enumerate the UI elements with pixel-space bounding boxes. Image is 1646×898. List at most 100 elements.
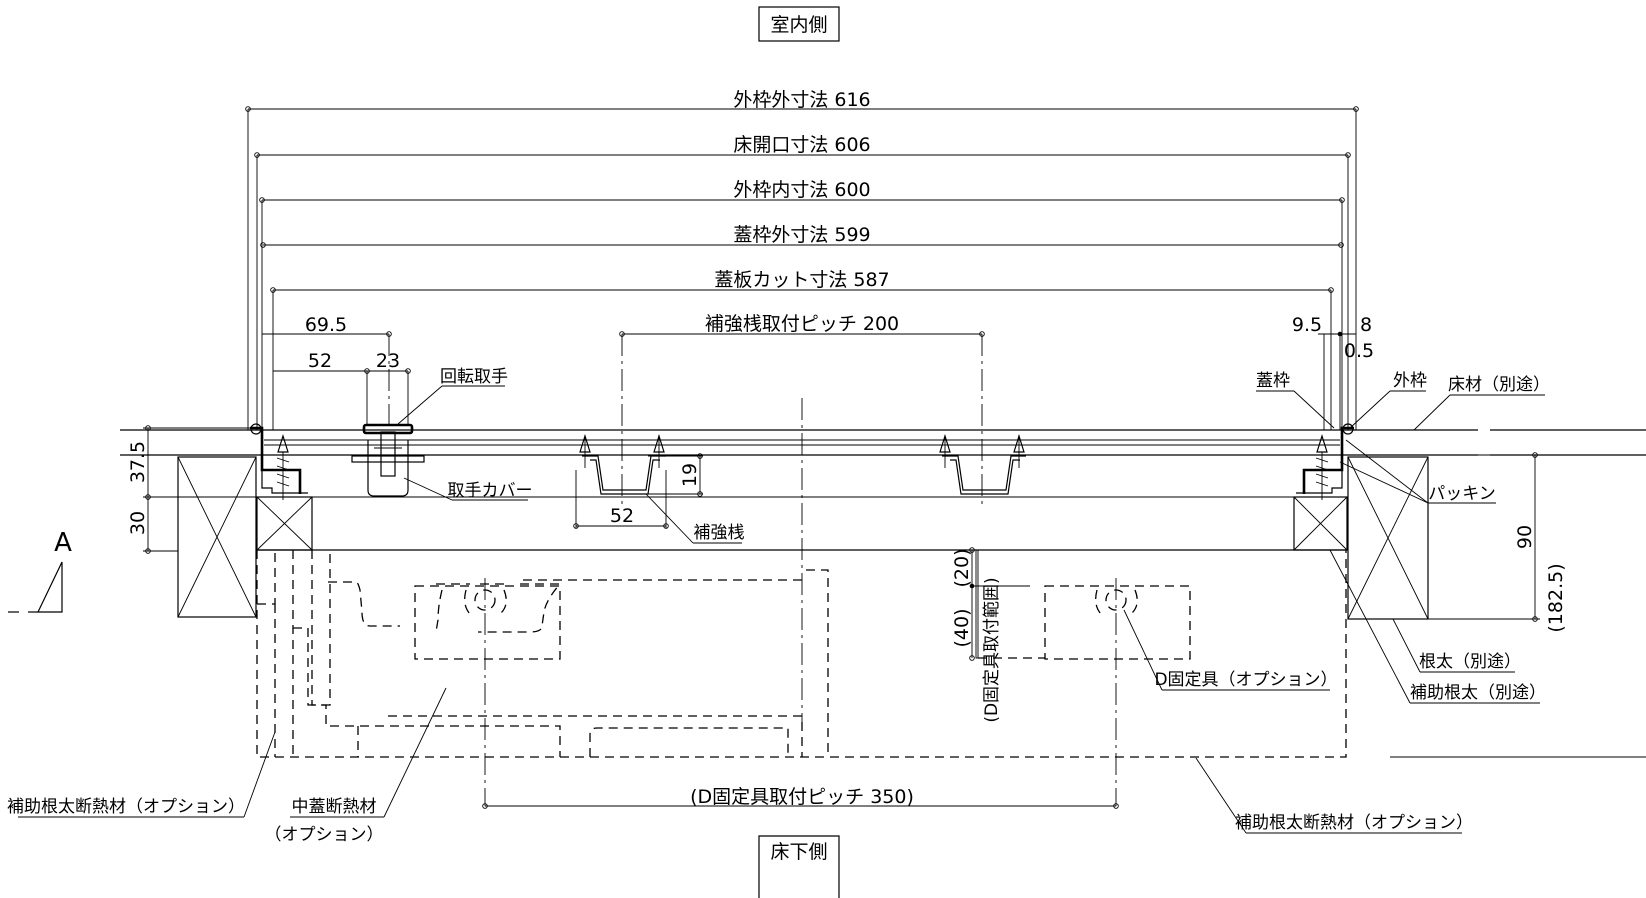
screw-left-head bbox=[277, 433, 289, 453]
reinforcement-bar-left bbox=[579, 433, 666, 495]
handle-cap bbox=[362, 423, 414, 435]
dim-text-40: (40) bbox=[951, 608, 973, 647]
section-marker: A bbox=[8, 528, 72, 613]
screw-right-thread bbox=[1315, 457, 1329, 463]
underfloor-side-text: 床下側 bbox=[770, 841, 827, 863]
insulation-dashed bbox=[256, 549, 1347, 758]
leader-handle-cover bbox=[403, 477, 453, 501]
dim-text-37-5: 37.5 bbox=[127, 441, 149, 483]
label-aux-joist-insulation-right: 補助根太断熱材（オプション） bbox=[1195, 757, 1473, 834]
d-fixture-range-dims: (20) (40) (D固定具取付範囲) bbox=[951, 547, 1030, 723]
label-text-packing: パッキン bbox=[1428, 484, 1496, 504]
leader-center-lid-insulation bbox=[383, 687, 447, 818]
bar-right-screw-b-head bbox=[1013, 433, 1025, 453]
dim-node bbox=[270, 287, 276, 293]
dim-node bbox=[619, 331, 625, 337]
dim-text-182-5: (182.5) bbox=[1545, 563, 1567, 632]
dim-text-8: 8 bbox=[1360, 314, 1372, 336]
center-insulation-curve bbox=[435, 589, 443, 633]
aux-joist-right-box bbox=[1293, 496, 1348, 551]
dim-text-52-top: 52 bbox=[308, 350, 332, 372]
screw-right-thread bbox=[1315, 481, 1329, 487]
label-text-aux-joist-insulation-left: 補助根太断熱材（オプション） bbox=[7, 797, 245, 817]
dim-text-floor-opening: 床開口寸法 606 bbox=[733, 134, 870, 156]
aux-joist-right bbox=[1293, 496, 1348, 551]
bar-left-channel-inner bbox=[590, 459, 660, 495]
dim-node bbox=[1328, 287, 1334, 293]
dim-node bbox=[482, 803, 488, 809]
d-fixture-right-clip bbox=[1095, 589, 1138, 615]
dim-text-69-5: 69.5 bbox=[305, 314, 347, 336]
d-fixture-left-box bbox=[414, 585, 561, 660]
frame-left-bead bbox=[250, 423, 262, 435]
dim-node bbox=[969, 547, 975, 553]
dim-node bbox=[1338, 242, 1344, 248]
dim-text-9-5: 9.5 bbox=[1292, 314, 1322, 336]
label-packing: パッキン bbox=[1339, 439, 1496, 504]
label-joist: 根太（別途） bbox=[1392, 618, 1521, 673]
dim-node bbox=[979, 331, 985, 337]
center-insulation-bottom-c bbox=[388, 715, 803, 757]
joist-left-box bbox=[177, 456, 257, 618]
dim-node bbox=[697, 491, 703, 497]
leader-aux-joist-insulation-left bbox=[243, 731, 276, 818]
handle-cover bbox=[367, 440, 409, 497]
aux-joist-left bbox=[256, 496, 313, 551]
dim-node bbox=[245, 106, 251, 112]
screw-right-thread bbox=[1315, 473, 1329, 479]
screw-left-thread bbox=[276, 457, 290, 463]
center-insulation-bottom-d bbox=[589, 727, 789, 757]
dim-text-23: 23 bbox=[376, 350, 400, 372]
dim-node bbox=[145, 548, 151, 554]
center-insulation-bar-shape-2 bbox=[436, 583, 562, 633]
joist-left-cross bbox=[177, 456, 257, 618]
insulation-left-step bbox=[257, 550, 276, 605]
dim-node bbox=[697, 453, 703, 459]
right-frame-dimensions: 9.5 8 0.5 bbox=[1292, 314, 1374, 430]
aux-joist-left-box bbox=[256, 496, 313, 551]
dim-node bbox=[1337, 331, 1343, 337]
dim-text-lid-frame-outer: 蓋枠外寸法 599 bbox=[733, 224, 870, 246]
dim-node bbox=[663, 523, 669, 529]
screw-right-thread bbox=[1315, 465, 1329, 471]
dim-node bbox=[1345, 152, 1351, 158]
label-text-rotary-handle: 回転取手 bbox=[440, 367, 508, 387]
bar-right-channel-inner bbox=[950, 459, 1020, 495]
label-aux-joist: 補助根太（別途） bbox=[1329, 549, 1546, 704]
outer-frame-left bbox=[250, 426, 302, 494]
screw-left-thread bbox=[276, 465, 290, 471]
lid-frame-left bbox=[261, 430, 308, 494]
joist-right bbox=[1347, 456, 1429, 620]
dim-node bbox=[969, 655, 975, 661]
label-text-center-lid-insulation-option: （オプション） bbox=[265, 825, 384, 845]
joist-right-cross bbox=[1347, 456, 1429, 620]
leader-outer-frame bbox=[1349, 390, 1391, 429]
d-fixture-left bbox=[464, 578, 507, 806]
d-fixture-pitch-dim: (D固定具取付ピッチ 350) bbox=[482, 786, 1119, 809]
bar-dimensions: 19 52 bbox=[573, 453, 703, 529]
left-vertical-dimensions: 37.5 30 bbox=[127, 425, 258, 554]
d-fixture-right-box bbox=[1044, 585, 1191, 660]
dim-node bbox=[145, 425, 151, 431]
dim-node bbox=[254, 152, 260, 158]
joist-left bbox=[177, 456, 257, 618]
handle-dimensions: 69.5 52 23 bbox=[262, 314, 411, 425]
label-text-d-fixture: D固定具（オプション） bbox=[1154, 670, 1337, 690]
dim-text-lid-board-cut: 蓋板カット寸法 587 bbox=[714, 269, 889, 291]
frame-left bbox=[250, 423, 308, 500]
bar-right-screw-a-head bbox=[939, 433, 951, 453]
underfloor-side-label: 床下側 bbox=[758, 835, 840, 898]
dim-text-20: (20) bbox=[951, 548, 973, 587]
aux-joist-left-cross bbox=[256, 496, 313, 551]
indoor-side-text: 室内側 bbox=[770, 14, 827, 36]
label-text-lid-frame: 蓋枠 bbox=[1256, 371, 1290, 391]
handle-plate bbox=[351, 455, 425, 463]
leader-lid-frame bbox=[1293, 390, 1335, 429]
leader-packing-a bbox=[1345, 439, 1429, 504]
label-floor-material: 床材（別途） bbox=[1413, 375, 1550, 431]
overall-dimensions: 外枠外寸法 616 床開口寸法 606 外枠内寸法 600 蓋枠外寸法 599 … bbox=[245, 89, 1359, 508]
bar-left-screw-a-head bbox=[579, 433, 591, 453]
leader-floor-material bbox=[1413, 394, 1451, 431]
label-text-outer-frame: 外枠 bbox=[1393, 371, 1427, 391]
